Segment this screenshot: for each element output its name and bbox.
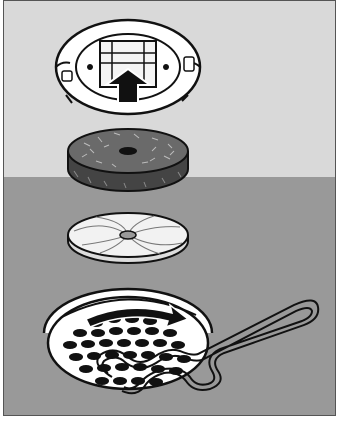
mesh-filter-disc (68, 213, 188, 263)
illustration-frame (3, 0, 336, 416)
assembly-illustration (4, 1, 336, 416)
foam-filter-pad (68, 129, 188, 191)
